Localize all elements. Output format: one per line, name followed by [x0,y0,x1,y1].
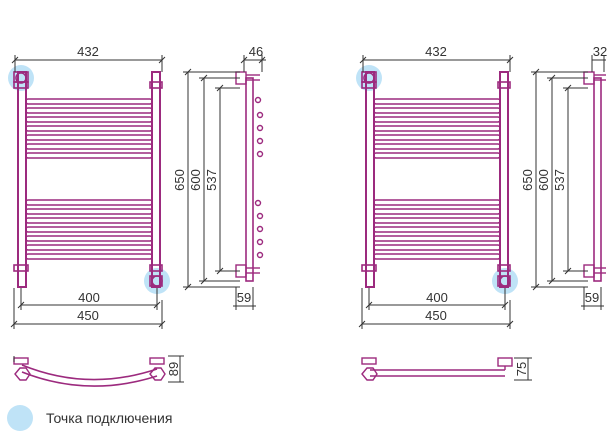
dim-432-label: 432 [77,44,99,59]
connection-point [8,65,34,91]
dim-59-label: 59 [237,290,251,305]
dim-400-label: 400 [78,290,100,305]
dim-650-label: 650 [520,169,535,191]
side-tube [245,77,254,282]
dim-46-label: 46 [249,44,263,59]
left-side-view: 650 600 537 46 59 [172,44,266,310]
dim-400-label: 400 [426,290,448,305]
fittings [13,71,163,287]
dim-600-label: 600 [188,169,203,191]
dim-537-label: 537 [552,169,567,191]
right-top-view: 75 [361,357,532,381]
dim-600-label: 600 [536,169,551,191]
connection-point [144,268,170,294]
left-riser [17,71,27,288]
dim-450-label: 450 [77,308,99,323]
dim-450 [10,288,166,329]
dim-450-label: 450 [425,308,447,323]
legend-connection-icon [7,405,33,431]
rungs-lower [25,199,153,260]
dim-32-label: 32 [593,44,607,59]
dim-59-label: 59 [585,290,599,305]
legend: Точка подключения [7,405,172,431]
dim-432 [11,55,166,72]
connection-point [492,268,518,294]
right-front-view: 432 400 450 [356,44,518,329]
dim-537-label: 537 [204,169,219,191]
dim-400 [17,288,161,310]
dim-432-label: 432 [425,44,447,59]
legend-label: Точка подключения [46,410,172,426]
right-side-view: 650 600 537 32 59 [520,44,607,310]
dim-650-label: 650 [172,169,187,191]
right-riser [151,71,161,288]
rungs-upper [25,98,153,159]
connection-point [356,65,382,91]
dim-75-label: 75 [514,362,529,376]
left-top-view: 89 [13,355,184,387]
dim-89-label: 89 [166,362,181,376]
left-front-view: 432 400 450 [8,44,170,329]
